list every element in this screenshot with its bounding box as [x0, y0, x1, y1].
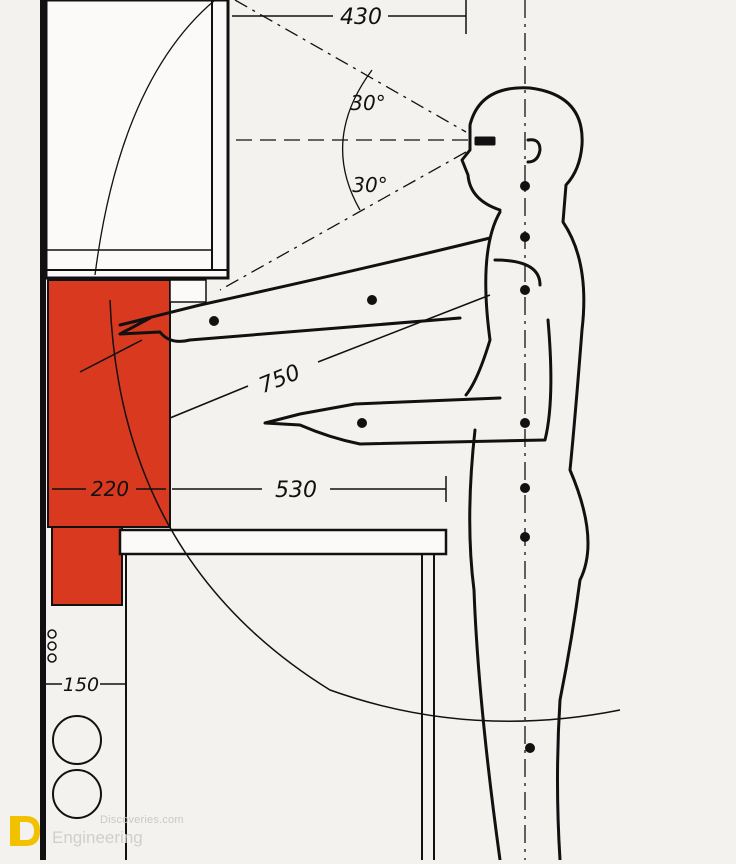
human-figure [118, 86, 590, 862]
angle-label-up: 30° [350, 91, 385, 115]
dim-label-reach: 750 [256, 360, 304, 399]
door-swing-arc [94, 0, 216, 276]
joint-markers [209, 181, 535, 753]
brand-mark-icon [10, 816, 40, 846]
dim-label-cabinet-depth: 220 [91, 477, 129, 501]
vision-lines [219, 0, 470, 291]
angle-label-down: 30° [352, 173, 387, 197]
dim-label-top: 430 [340, 5, 382, 30]
back-wall [40, 0, 46, 860]
watermark-line2: Engineering [52, 828, 143, 847]
reach-arc [109, 299, 621, 722]
dimension-430: 430 [232, 0, 467, 34]
upper-cabinet [44, 0, 230, 280]
dim-label-side-width: 150 [63, 674, 99, 696]
dimension-750: 750 [79, 294, 491, 419]
watermark-line1: Discoveries.com [100, 814, 184, 826]
dimension-row: 220 530 [52, 476, 447, 503]
dimension-150: 150 [46, 672, 127, 696]
stove-side [47, 629, 102, 819]
dim-label-counter-gap: 530 [275, 478, 317, 503]
countertop [118, 528, 448, 860]
watermark-logo: Discoveries.com Engineering [8, 812, 208, 852]
